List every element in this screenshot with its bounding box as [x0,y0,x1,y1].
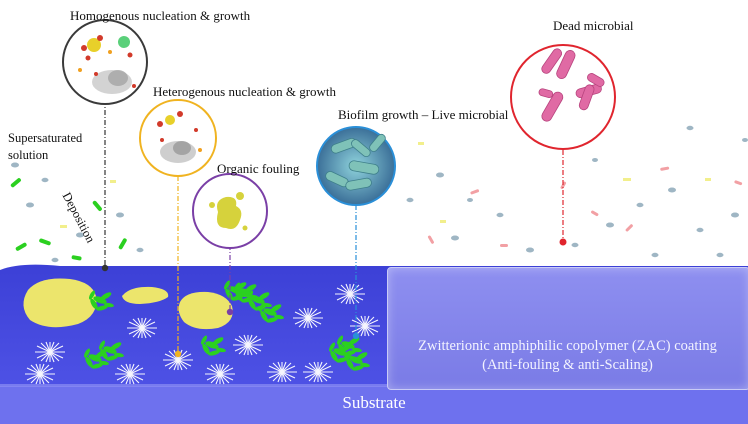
homogenous-label: Homogenous nucleation & growth [70,8,251,23]
crystal-cluster-icon [78,35,136,94]
heterogenous-label: Heterogenous nucleation & growth [153,84,337,99]
biofilm-label: Biofilm growth – Live microbial [338,107,509,122]
heterogenous-circle [139,99,217,177]
coating-label-line1: Zwitterionic amphiphilic copolymer (ZAC)… [418,338,717,354]
organic-fouling-circle [192,173,268,249]
organic-fouling-label: Organic fouling [217,161,300,176]
biofilm-circle [316,126,396,206]
coating-label-line2: (Anti-fouling & anti-Scaling) [482,357,653,373]
organic-deposits [23,278,233,330]
bacteria-rods-icon [325,133,386,191]
supersaturated-solution-label: Supersaturated solution [8,131,83,162]
dead-microbial-circle [510,44,616,150]
coating-label: Zwitterionic amphiphilic copolymer (ZAC)… [387,337,748,375]
organic-blob-icon [209,192,248,231]
connector-endpoints [101,238,567,358]
homogenous-circle [62,19,148,105]
crystal-cluster-icon [157,111,202,163]
dead-microbial-label: Dead microbial [553,18,634,33]
suspended-particles [10,125,748,263]
connector-lines [104,100,564,354]
zac-coating-panel [387,267,748,390]
dead-bacteria-icon [538,48,605,122]
substrate-label: Substrate [342,393,406,412]
